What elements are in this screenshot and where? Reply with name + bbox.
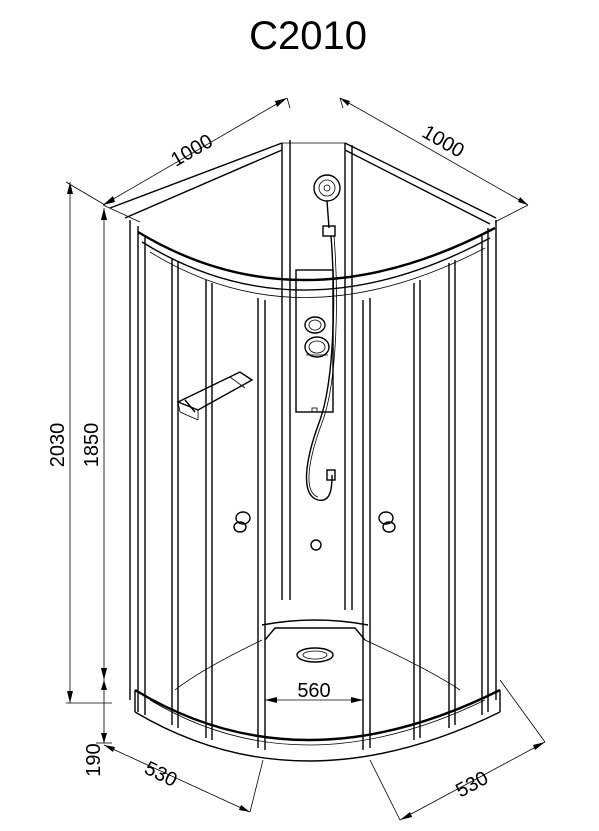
height-dimension-tray — [96, 680, 112, 744]
shower-hose — [305, 235, 335, 501]
dim-glass-height: 1850 — [81, 423, 103, 468]
dim-tray-left: 530 — [141, 757, 181, 791]
left-frame-posts — [129, 220, 266, 750]
height-dimension-glass — [101, 208, 107, 680]
dim-width-left: 1000 — [167, 130, 217, 171]
cabin-top-frame — [109, 142, 497, 298]
bottom-dimension-right — [369, 679, 546, 821]
dim-tray-right: 530 — [452, 767, 492, 802]
model-title: C2010 — [249, 14, 367, 58]
shower-tray — [134, 619, 501, 762]
top-dimension-right — [339, 97, 529, 223]
drain-icon — [296, 647, 334, 663]
dim-total-height: 2030 — [47, 423, 69, 468]
hose-holder — [326, 469, 336, 481]
door-handle-left-icon — [233, 511, 251, 533]
corner-shelf — [176, 371, 254, 421]
mixer-knob-bottom-icon — [304, 336, 330, 358]
dim-door-width: 560 — [297, 680, 330, 702]
door-handle-right-icon — [378, 511, 396, 533]
dim-tray-height: 190 — [83, 743, 105, 776]
body-jet-icon — [310, 539, 322, 551]
back-walls — [281, 140, 353, 610]
door-width-dimension — [265, 697, 363, 703]
top-dimension-left — [102, 97, 291, 223]
mixer-knob-top-icon — [304, 316, 326, 334]
bottom-dimension-left — [103, 744, 264, 813]
right-frame-posts — [362, 220, 497, 750]
rain-shower-head-icon — [313, 174, 341, 237]
